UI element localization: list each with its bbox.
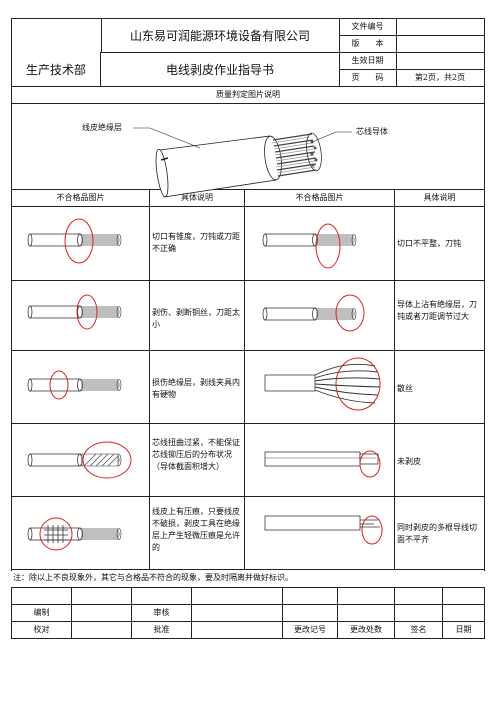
footer-checker-label: 校对: [33, 625, 50, 634]
col-header-description-1: 具体说明: [181, 193, 213, 202]
defect-desc-2-right: 导体上沾有绝缘层，刀钝或者刀距调节过大: [397, 300, 477, 321]
label-conductor: 芯线导体: [356, 127, 388, 136]
col-header-defect-image-2: 不合格品图片: [295, 193, 344, 202]
col-header-defect-image-1: 不合格品图片: [56, 193, 105, 202]
footer-signature-label: 签名: [410, 625, 427, 634]
defect-desc-4-left: 芯线扭曲过紧，不能保证芯线铆压后的分布状况（导体截面积增大）: [152, 438, 240, 471]
footer-approver-label: 批准: [153, 625, 170, 634]
footer-editor-label: 编制: [33, 608, 50, 617]
defect-mark-1r: [315, 223, 341, 269]
quality-section-title: 质量判定图片说明: [216, 90, 280, 99]
label-insulation: 线皮绝缘层: [82, 123, 122, 132]
defect-desc-3-left: 损伤绝缘层，剥线夹具内有硬物: [152, 378, 240, 399]
defect-desc-3-right: 散丝: [397, 384, 413, 393]
defect-desc-1-left: 切口有锥度，刀钝或刀距不正确: [152, 232, 240, 253]
meta-label-version: 版 本: [351, 39, 384, 48]
company-name: 山东易可润能源环境设备有限公司: [129, 29, 310, 43]
defect-desc-4-right: 未剥皮: [397, 457, 421, 466]
footer-change-count-label: 更改处数: [350, 625, 382, 634]
meta-label-page: 页 码: [351, 73, 384, 82]
note-text: 注：除以上不良现象外，其它与合格品不符合的现象，要及时隔离并做好标识。: [13, 573, 293, 582]
footer-change-no-label: 更改记号: [294, 625, 326, 634]
defect-mark-1l: [64, 218, 94, 264]
footer-date-label: 日期: [455, 625, 472, 634]
meta-label-file-no: 文件编号: [351, 22, 384, 31]
defect-desc-5-right: 同时剥皮的多根导线切面不平齐: [397, 523, 477, 544]
defect-desc-5-left: 线皮上有压痕，只要线皮不破损，剥皮工具在绝缘层上产生轻微压痕是允许的: [152, 507, 240, 552]
meta-label-effective-date: 生效日期: [351, 56, 384, 65]
defect-desc-2-left: 剥伤、剥断铜丝，刀距太小: [152, 308, 240, 329]
footer-reviewer-label: 审核: [153, 608, 170, 617]
document-title: 电线剥皮作业指导书: [165, 63, 274, 77]
defect-desc-1-right: 切口不平整，刀钝: [397, 239, 461, 248]
col-header-description-2: 具体说明: [423, 193, 456, 202]
department-name: 生产技术部: [25, 63, 86, 77]
page-info: 第2页，共2页: [414, 73, 466, 82]
